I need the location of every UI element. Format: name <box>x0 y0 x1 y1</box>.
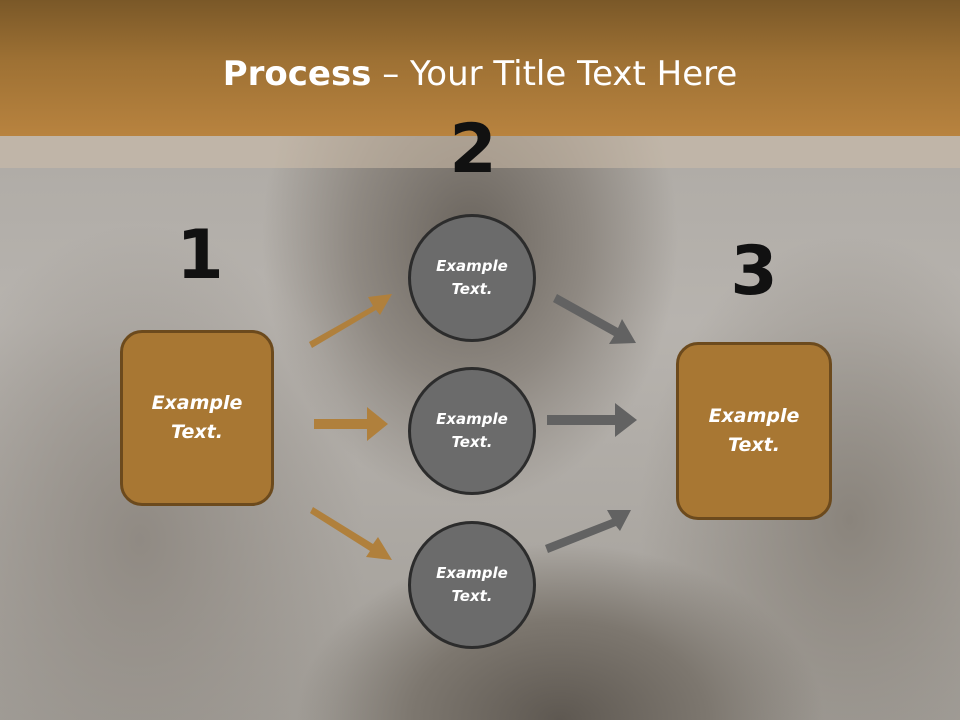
arrow-left-to-bottom <box>310 507 392 560</box>
right-process-box[interactable]: Example Text. <box>676 342 832 520</box>
step-number-2: 2 <box>449 110 497 189</box>
arrow-left-to-top <box>309 294 392 348</box>
step-number-3: 3 <box>730 232 778 311</box>
header-shadow-band <box>0 136 960 168</box>
right-box-text: Example Text. <box>708 405 800 456</box>
circle-top-text: Example Text. <box>436 257 508 298</box>
process-circle-top[interactable]: Example Text. <box>408 214 536 342</box>
step-number-1: 1 <box>176 216 224 295</box>
process-circle-middle[interactable]: Example Text. <box>408 367 536 495</box>
arrow-middle-to-right <box>547 403 637 437</box>
arrow-top-to-right <box>553 294 636 344</box>
process-circle-bottom[interactable]: Example Text. <box>408 521 536 649</box>
circle-bottom-text: Example Text. <box>436 564 508 605</box>
slide-title: Process – Your Title Text Here <box>0 52 960 96</box>
title-bar: Process – Your Title Text Here <box>0 0 960 136</box>
left-process-box[interactable]: Example Text. <box>120 330 274 506</box>
arrow-bottom-to-right <box>545 510 631 553</box>
title-rest: – Your Title Text Here <box>371 54 738 94</box>
arrow-left-to-middle <box>314 407 388 441</box>
title-bold: Process <box>222 54 372 94</box>
circle-middle-text: Example Text. <box>436 410 508 451</box>
left-box-text: Example Text. <box>151 392 243 443</box>
